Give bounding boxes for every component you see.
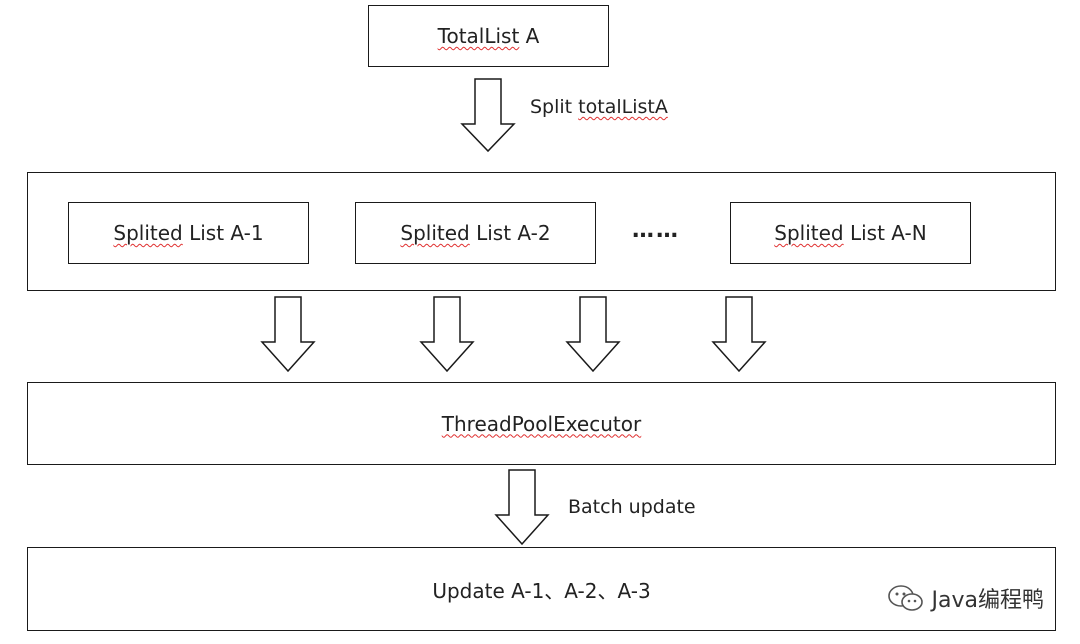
totallist-box: TotalList A	[368, 5, 609, 67]
split-box-a2: Splited List A-2	[355, 202, 596, 264]
split-arrow-label: Split totalListA	[530, 96, 668, 118]
wechat-icon	[887, 585, 923, 611]
executor-box: ThreadPoolExecutor	[27, 382, 1056, 465]
split-box-an: Splited List A-N	[730, 202, 971, 264]
update-label: Update A-1、A-2、A-3	[432, 578, 651, 603]
watermark-text: Java编程鸭	[931, 588, 1044, 613]
arrow-to-executor-3	[565, 296, 621, 373]
split-label-an: Splited List A-N	[774, 221, 927, 245]
arrow-to-executor-4	[711, 296, 767, 373]
split-arrow	[460, 78, 516, 153]
split-label-a2: Splited List A-2	[400, 221, 551, 245]
batch-arrow-label: Batch update	[568, 496, 696, 518]
arrow-to-executor-1	[260, 296, 316, 373]
split-box-a1: Splited List A-1	[68, 202, 309, 264]
watermark: Java编程鸭	[886, 582, 1044, 614]
batch-arrow	[494, 469, 550, 546]
executor-label: ThreadPoolExecutor	[441, 411, 642, 436]
update-box: Update A-1、A-2、A-3	[27, 547, 1056, 631]
split-label-a1: Splited List A-1	[113, 221, 264, 245]
ellipsis: ……	[632, 218, 680, 243]
totallist-label: TotalList A	[437, 24, 540, 48]
arrow-to-executor-2	[419, 296, 475, 373]
